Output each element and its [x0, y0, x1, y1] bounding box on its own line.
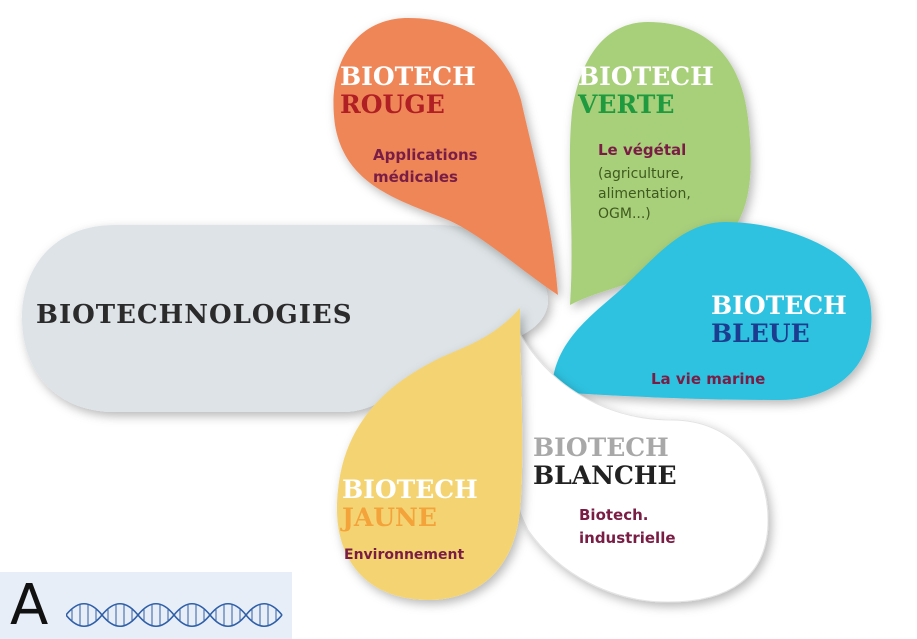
petal-jaune: [336, 308, 523, 600]
verte-desc-2: alimentation,: [598, 186, 691, 202]
bleue-desc-1: La vie marine: [651, 370, 765, 388]
verte-desc-lead: Le végétal: [598, 141, 686, 159]
verte-word: BIOTECH: [578, 62, 714, 91]
verte-desc-3: OGM...): [598, 206, 651, 222]
rouge-word: BIOTECH: [340, 62, 476, 91]
center-label: BIOTECHNOLOGIES: [36, 300, 353, 330]
bottom-strip: A: [0, 572, 292, 639]
verte-desc-1: (agriculture,: [598, 166, 684, 182]
strip-letter: A: [10, 573, 49, 638]
petal-rouge: [333, 18, 558, 295]
blanche-desc-2: industrielle: [579, 529, 676, 547]
rouge-name: ROUGE: [340, 90, 445, 119]
blanche-name: BLANCHE: [533, 461, 677, 490]
bleue-name: BLEUE: [711, 319, 810, 348]
verte-name: VERTE: [577, 90, 674, 119]
petal-bleue: [552, 222, 872, 400]
jaune-word: BIOTECH: [342, 475, 478, 504]
jaune-desc-1: Environnement: [344, 547, 464, 563]
blanche-word: BIOTECH: [533, 433, 669, 462]
jaune-name: JAUNE: [340, 503, 437, 532]
blanche-desc-1: Biotech.: [579, 506, 649, 524]
dna-wave-icon: [66, 602, 283, 628]
bleue-word: BIOTECH: [711, 291, 847, 320]
center-pill: [22, 225, 548, 412]
rouge-desc-1: Applications: [373, 146, 478, 164]
rouge-desc-2: médicales: [373, 168, 458, 186]
